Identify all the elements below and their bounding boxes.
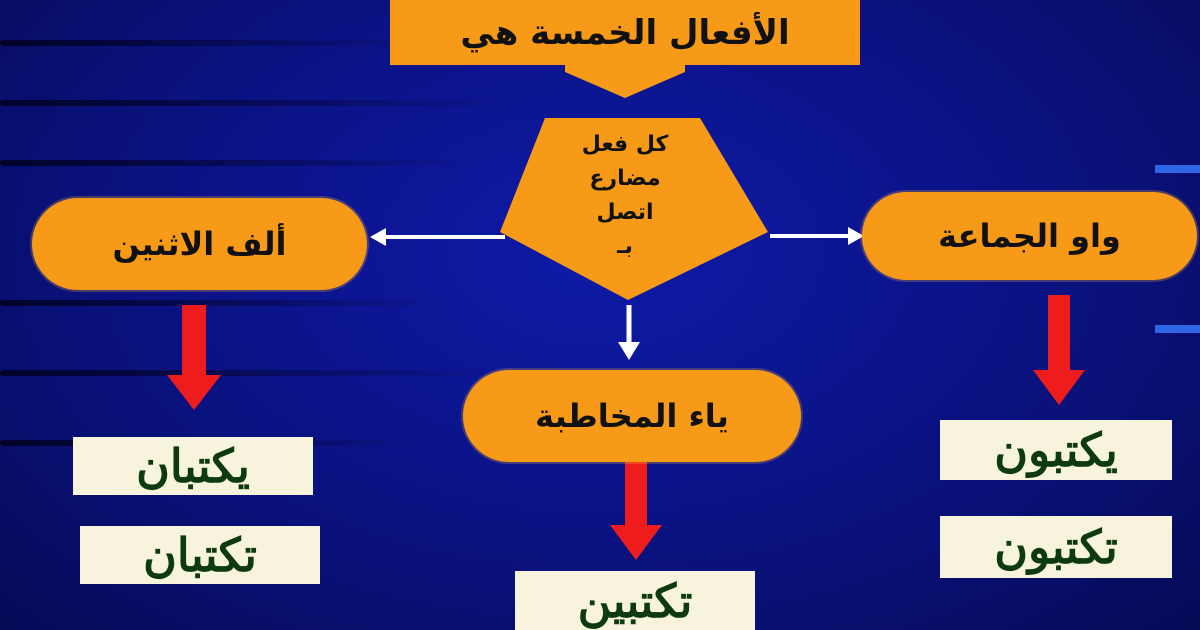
diagram-title: الأفعال الخمسة هي bbox=[460, 12, 790, 53]
background-streak bbox=[0, 370, 500, 376]
node-alif-ithnayn: ألف الاثنين bbox=[32, 198, 367, 290]
right-edge-streak bbox=[1155, 325, 1200, 333]
center-node-text: كل فعل مضارع اتصل بـ bbox=[540, 128, 710, 288]
red-arrow-right bbox=[1033, 295, 1085, 405]
background-streak bbox=[0, 100, 520, 106]
node-waw-jamaa: واو الجماعة bbox=[862, 192, 1197, 280]
white-arrow-down bbox=[618, 305, 640, 360]
title-callout bbox=[390, 0, 860, 98]
example-word: تكتبان bbox=[143, 528, 257, 582]
center-pentagon bbox=[500, 118, 768, 300]
node-alif-ithnayn-label: ألف الاثنين bbox=[112, 225, 287, 263]
red-arrow-left bbox=[167, 305, 221, 410]
node-yaa-mukhataba: ياء المخاطبة bbox=[463, 370, 801, 462]
background-streak bbox=[0, 160, 480, 166]
example-box-middle-1: تكتبين bbox=[515, 571, 755, 630]
center-line-3: اتصل bbox=[596, 200, 654, 226]
node-yaa-mukhataba-label: ياء المخاطبة bbox=[535, 397, 729, 435]
white-arrow-right bbox=[770, 227, 864, 245]
center-line-1: كل فعل bbox=[581, 132, 669, 157]
example-box-left-2: تكتبان bbox=[80, 526, 320, 584]
example-box-right-2: تكتبون bbox=[940, 516, 1172, 578]
background-streak bbox=[0, 40, 420, 46]
example-word: يكتبان bbox=[136, 439, 250, 493]
red-arrow-middle bbox=[610, 450, 662, 560]
example-box-left-1: يكتبان bbox=[73, 437, 313, 495]
center-line-2: مضارع bbox=[589, 166, 661, 192]
example-box-right-1: يكتبون bbox=[940, 420, 1172, 480]
example-word: تكتبين bbox=[577, 573, 693, 628]
node-waw-jamaa-label: واو الجماعة bbox=[938, 217, 1121, 255]
right-edge-streak bbox=[1155, 165, 1200, 173]
white-arrow-left bbox=[370, 228, 505, 246]
center-line-4: بـ bbox=[617, 234, 633, 260]
example-word: تكتبون bbox=[994, 520, 1118, 574]
background-streak bbox=[0, 300, 450, 306]
example-word: يكتبون bbox=[994, 423, 1118, 477]
